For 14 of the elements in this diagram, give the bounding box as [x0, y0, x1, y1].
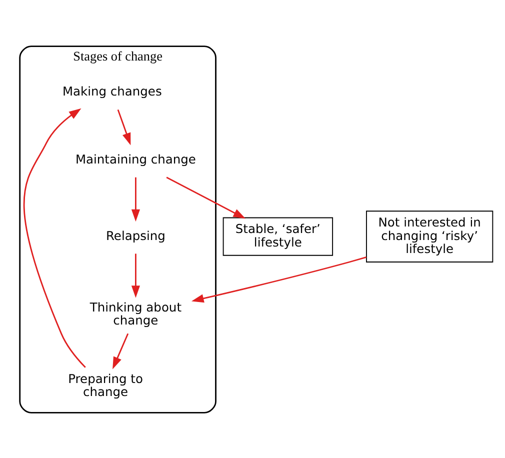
node-text: Maintaining change [75, 152, 196, 166]
node-text: Thinking about change [90, 300, 182, 328]
arrow [131, 253, 140, 298]
arrow [24, 108, 86, 368]
node-box: Not interested in changing ‘risky’ lifestyle [366, 210, 494, 262]
arrow [117, 108, 131, 145]
arrow [166, 176, 246, 218]
arrow [191, 256, 366, 302]
node-text: Preparing to change [68, 371, 143, 399]
node-text: Relapsing [106, 228, 166, 242]
arrow [131, 176, 140, 222]
node-text: Making changes [62, 84, 162, 98]
node-box: Stable, ‘safer’ lifestyle [222, 216, 334, 256]
arrow [112, 332, 129, 369]
